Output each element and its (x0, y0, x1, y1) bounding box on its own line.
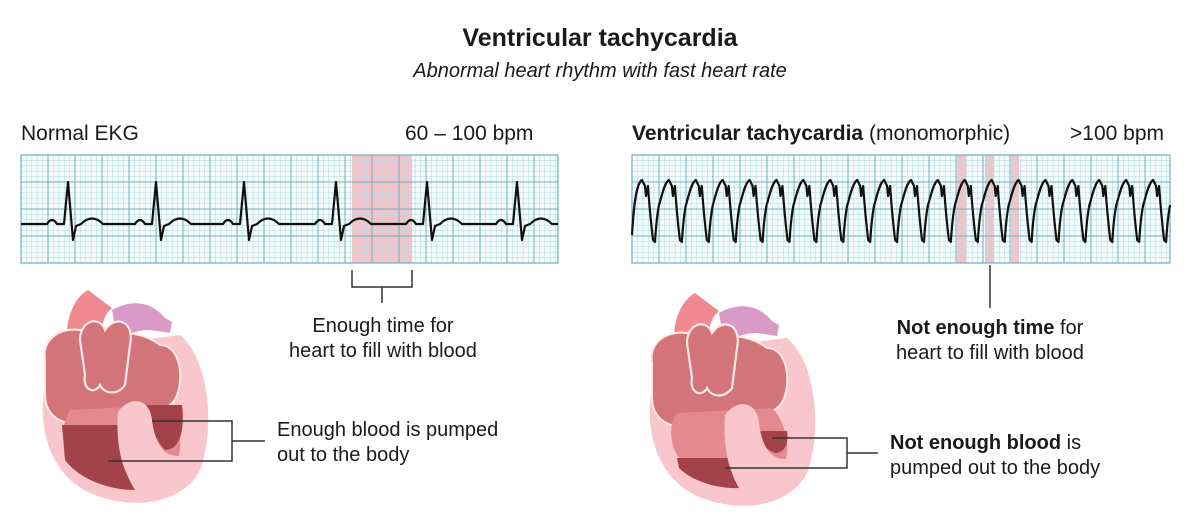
caption-bold: Not enough blood (890, 432, 1062, 454)
caption-rest: is (1066, 432, 1082, 454)
great-vessels-outline (78, 320, 132, 394)
caption-line: pumped out to the body (890, 457, 1101, 479)
right-pump-bracket (725, 437, 878, 469)
septum (724, 404, 795, 498)
caption-line: Enough blood is pumped (277, 419, 499, 441)
caption-line: out to the body (277, 444, 410, 466)
strip-border (20, 154, 559, 264)
vt-label: Ventricular tachycardia (monomorphic) (632, 122, 1010, 146)
page-title: Ventricular tachycardia (462, 24, 738, 52)
septum (117, 401, 188, 495)
left-pump-bracket (108, 420, 265, 462)
left-fill-bracket (351, 270, 413, 303)
right-ventricle-blood (62, 425, 135, 490)
caption-line: heart to fill with blood (896, 342, 1084, 364)
caption-line: heart to fill with blood (289, 340, 477, 362)
great-vessels-outline (685, 323, 739, 397)
caption-bold: Not enough time (896, 317, 1055, 339)
left-fill-caption: Enough time for heart to fill with blood (283, 314, 483, 364)
vt-rate: >100 bpm (1070, 122, 1164, 145)
normal-ekg-strip (20, 154, 559, 264)
ekg-trace (21, 180, 558, 242)
caption-line: Not enough blood is (890, 431, 1100, 456)
caption-rest: for (1059, 317, 1084, 339)
caption-line: Not enough time for (865, 316, 1115, 341)
right-pump-caption: Not enough blood is pumped out to the bo… (890, 431, 1100, 481)
normal-heart-illustration (42, 290, 209, 503)
page-subtitle: Abnormal heart rhythm with fast heart ra… (413, 60, 787, 82)
ekg-trace (630, 178, 1172, 244)
normal-ekg-label: Normal EKG (21, 122, 139, 145)
right-fill-caption: Not enough time for heart to fill with b… (865, 316, 1115, 366)
vt-label-bold: Ventricular tachycardia (632, 122, 864, 145)
vt-label-rest: (monomorphic) (868, 122, 1011, 145)
normal-rate: 60 – 100 bpm (405, 122, 534, 145)
left-pump-caption: Enough blood is pumped out to the body (277, 418, 498, 468)
vt-ekg-strip (630, 154, 1172, 264)
vt-heart-illustration (649, 293, 816, 506)
right-ventricle-blood (677, 458, 739, 489)
caption-line: Enough time for (312, 315, 454, 337)
